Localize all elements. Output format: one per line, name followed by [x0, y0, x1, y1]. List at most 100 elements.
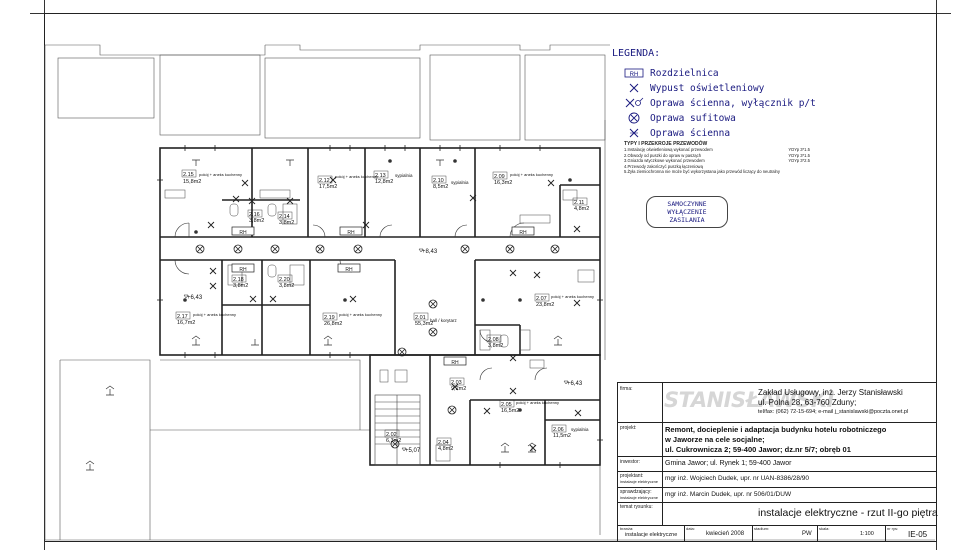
board-label: RH: [345, 267, 353, 273]
level-marker: +6,43: [187, 295, 203, 301]
crop-mark: [30, 13, 44, 14]
cable-type-row: 5.Żyła ziemiochronna nie może być wykorz…: [624, 169, 780, 175]
room-label-2-08: 2.08 3,8m2: [486, 334, 503, 349]
svg-text:sypialnia: sypialnia: [571, 427, 589, 432]
svg-text:17,5m2: 17,5m2: [319, 184, 337, 190]
svg-text:3,8m2: 3,8m2: [249, 218, 264, 224]
svg-text:2.01: 2.01: [415, 315, 426, 321]
board-label: RH: [519, 230, 527, 236]
room-label-2-09: 2.09 16,3m2 pokój + aneks kuchenny: [492, 171, 553, 186]
svg-text:8,5m2: 8,5m2: [433, 184, 448, 190]
svg-text:2.13: 2.13: [375, 173, 386, 179]
level-marker: +5,07: [405, 448, 421, 454]
room-label-2-05: 2.05 16,5m2 pokój + aneks kuchenny: [499, 399, 559, 414]
room-label-2-10: 2.10 8,5m2 sypialnia: [431, 175, 469, 190]
cable-type-row: 4.Przewody zakończyć puszką łączeniową: [624, 163, 703, 169]
project-line-2: w Jaworze na cele socjalne;: [665, 435, 765, 444]
room-label-2-12: 2.12 17,5m2 pokój + aneks kuchenny: [317, 174, 378, 190]
wall-luminaire-icon: [624, 127, 644, 139]
room-label-2-13: 2.13 12,8m2 sypialnia: [373, 170, 413, 185]
board-label: RH: [451, 360, 459, 366]
firm-label: firma:: [620, 386, 633, 392]
svg-text:pokój + aneks kuchenny: pokój + aneks kuchenny: [193, 312, 236, 317]
date-value: kwiecień 2008: [706, 531, 745, 537]
board-label: RH: [239, 230, 247, 236]
room-label-2-20: 2.20 3,8m2: [277, 274, 294, 289]
room-label-2-16: 2.16 3,8m2: [247, 209, 264, 224]
sheet-number-label: nr rys:: [887, 526, 899, 531]
company-logo: STANISŁAWSKI: [664, 388, 834, 412]
svg-text:4,8m2: 4,8m2: [438, 446, 453, 452]
legend-label: Oprawa sufitowa: [650, 112, 736, 124]
note-line: ZASILANIA: [669, 216, 705, 224]
board-label: RH: [239, 267, 247, 273]
stage-value: PW: [802, 531, 812, 537]
checker-label: sprawdzający:: [620, 489, 652, 495]
checker-sub-label: instalacje elektryczne: [620, 495, 659, 500]
svg-text:2.14: 2.14: [279, 214, 290, 220]
room-label-2-11: 2.11 4,8m2: [572, 197, 589, 212]
svg-text:pokój + aneks kuchenny: pokój + aneks kuchenny: [551, 294, 594, 299]
investor-value: Gmina Jawor; ul. Rynek 1; 59-400 Jawor: [665, 460, 792, 467]
svg-text:pokój + aneks kuchenny: pokój + aneks kuchenny: [516, 400, 559, 405]
svg-text:2.19: 2.19: [324, 315, 335, 321]
designer-value: mgr inż. Wojciech Dudek, upr. nr UAN-838…: [665, 475, 810, 482]
legend-item-distribution-board: RH Rozdzielnica: [624, 66, 719, 80]
crop-mark: [937, 13, 951, 14]
designer-label: projektant:: [620, 473, 644, 479]
project-line-3: ul. Cukrownicza 2; 59-400 Jawor; dz.nr 5…: [665, 445, 851, 454]
legend-title: LEGENDA:: [612, 48, 661, 59]
level-marker: +8,43: [422, 249, 438, 255]
room-label-2-01: 2.01 55,3m2 hall / korytarz: [413, 312, 458, 327]
svg-text:2.16: 2.16: [249, 212, 260, 218]
sheet-number: IE-05: [908, 530, 928, 539]
legend-label: Oprawa ścienna: [650, 127, 731, 139]
level-marker: +6,43: [567, 381, 583, 387]
wall-luminaire-switch-icon: [624, 97, 644, 109]
svg-text:55,3m2: 55,3m2: [415, 321, 433, 327]
svg-text:2.04: 2.04: [438, 440, 449, 446]
room-label-2-15: 2.15 15,8m2 pokój + aneks kuchenny: [181, 169, 242, 185]
svg-text:11,5m2: 11,5m2: [553, 433, 571, 439]
svg-text:16,5m2: 16,5m2: [501, 408, 519, 414]
svg-text:16,7m2: 16,7m2: [177, 320, 195, 326]
drawing-title: instalacje elektryczne - rzut II-go pięt…: [758, 507, 938, 519]
legend-item-ceiling-luminaire: Oprawa sufitowa: [624, 111, 736, 125]
crop-mark: [936, 541, 937, 550]
svg-text:2.17: 2.17: [177, 314, 188, 320]
svg-text:pokój + aneks kuchenny: pokój + aneks kuchenny: [335, 174, 378, 179]
svg-text:hall / korytarz: hall / korytarz: [430, 318, 458, 323]
svg-text:2.10: 2.10: [433, 178, 444, 184]
svg-text:26,8m2: 26,8m2: [324, 321, 342, 327]
company-contact: tel/fax: (062) 72-15-694; e-mail j_stani…: [758, 409, 909, 415]
ceiling-luminaire-icon: [624, 112, 644, 124]
drawing-sheet-border: [44, 13, 937, 542]
checker-value: mgr inż. Marcin Dudek, upr. nr 506/01/DU…: [665, 491, 792, 498]
svg-text:2.08: 2.08: [488, 337, 499, 343]
svg-text:3,8m2: 3,8m2: [279, 283, 294, 289]
distribution-box-icon: RH: [624, 67, 644, 79]
project-line-1: Remont, docieplenie i adaptacja budynku …: [665, 425, 887, 434]
room-label-2-14: 2.14 3,8m2: [277, 211, 294, 226]
svg-text:pokój + aneks kuchenny: pokój + aneks kuchenny: [339, 312, 382, 317]
svg-text:pokój + aneks kuchenny: pokój + aneks kuchenny: [510, 172, 553, 177]
company-address: ul. Polna 28, 63-760 Zduny;: [758, 398, 857, 407]
svg-text:6,3m2: 6,3m2: [386, 438, 401, 444]
cable-type-row: 1.Instalację oświetleniową wykonać przew…: [624, 147, 810, 153]
legend-item-wall-luminaire: Oprawa ścienna: [624, 126, 730, 140]
svg-text:4,8m2: 4,8m2: [574, 206, 589, 212]
room-area: 15,8m2: [183, 179, 201, 185]
svg-text:sypialnia: sypialnia: [451, 180, 469, 185]
date-label: data:: [686, 526, 695, 531]
designer-sub-label: instalacje elektryczne: [620, 479, 659, 484]
svg-text:RH: RH: [630, 72, 639, 78]
legend-item-lighting-outlet: Wypust oświetleniowy: [624, 81, 764, 95]
stage-label: stadium:: [754, 526, 770, 531]
svg-text:2.18: 2.18: [233, 277, 244, 283]
room-label-2-17: 2.17 16,7m2 pokój + aneks kuchenny: [175, 311, 236, 326]
svg-text:2.05: 2.05: [501, 402, 512, 408]
svg-text:12,8m2: 12,8m2: [375, 179, 393, 185]
crop-mark: [936, 0, 937, 13]
